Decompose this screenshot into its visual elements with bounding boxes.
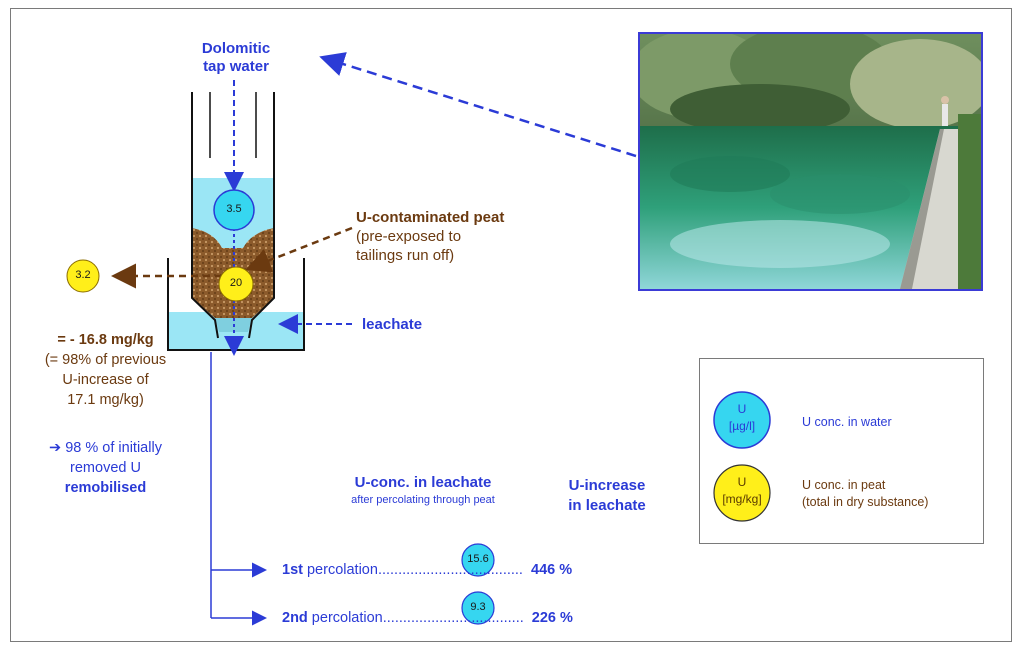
legend-peat-symbol-line-1: U — [737, 475, 747, 489]
peat-conc-circle — [218, 266, 254, 302]
percolation-2-dots: ................................... — [382, 610, 524, 626]
legend-peat-desc-line-2: (total in dry substance) — [802, 495, 929, 509]
peat-label: U-contaminated peat (pre-exposed to tail… — [356, 208, 504, 265]
source-label: Dolomitic tap water — [196, 40, 276, 76]
remobilised-line-2: removed U — [70, 460, 141, 476]
percolation-1-label: percolation — [302, 562, 378, 578]
source-line-2: tap water — [203, 58, 269, 75]
legend-peat-symbol: U [mg/kg] — [714, 474, 770, 508]
peat-sub-1: (pre-exposed to — [356, 228, 462, 245]
figure-frame — [10, 8, 1012, 642]
balance-line-4: 17.1 mg/kg) — [67, 392, 144, 408]
remobilised-line-3: remobilised — [64, 480, 147, 496]
peat-conc-value: 20 — [229, 277, 243, 289]
legend-peat-desc-line-1: U conc. in peat — [802, 478, 886, 492]
legend-peat-symbol-line-2: [mg/kg] — [722, 492, 762, 506]
legend-water-desc: U conc. in water — [802, 415, 892, 429]
percolation-1-circle — [461, 543, 495, 577]
pool-photo-image — [640, 34, 981, 289]
conc-header: U-conc. in leachate after percolating th… — [318, 474, 528, 506]
remobilised-text: ➔ 98 % of initially removed U remobilise… — [18, 438, 193, 498]
percolation-1-dots: .................................... — [377, 562, 523, 578]
conc-header-title: U-conc. in leachate — [354, 474, 492, 491]
leachate-label: leachate — [362, 316, 423, 333]
remobilised-line-1: ➔ 98 % of initially — [49, 440, 162, 456]
percolation-1-ordinal: 1st — [282, 562, 303, 578]
removed-conc-circle — [66, 259, 100, 293]
removed-conc-value: 3.2 — [75, 269, 91, 281]
percolation-2-ordinal: 2nd — [282, 610, 308, 626]
percolation-2-circle — [461, 591, 495, 625]
percolation-row-2: 2nd percolation.........................… — [282, 610, 573, 626]
percolation-1-value: 15.6 — [467, 553, 489, 565]
conc-header-sub: after percolating through peat — [351, 494, 495, 506]
peat-sub-2: tailings run off) — [356, 247, 455, 264]
balance-line-1: = - 16.8 mg/kg — [57, 332, 154, 348]
legend-peat-desc: U conc. in peat (total in dry substance) — [802, 477, 928, 511]
photo-spring-pool — [638, 32, 983, 291]
legend-water-symbol-line-2: [µg/l] — [728, 419, 756, 433]
legend-peat-circle — [713, 464, 771, 522]
legend-symbols — [713, 391, 771, 522]
source-line-1: Dolomitic — [201, 40, 271, 57]
percolation-1-increase: 446 % — [531, 562, 573, 578]
percolation-2-value: 9.3 — [470, 601, 486, 613]
increase-header-line-2: in leachate — [568, 497, 646, 514]
photo-link-arrow — [319, 52, 637, 158]
increase-header-line-1: U-increase — [568, 477, 646, 494]
peat-label-arrow — [245, 226, 353, 273]
water-conc-circle — [213, 189, 255, 231]
legend-box: U [µg/l] U [mg/kg] U conc. in water U co… — [699, 358, 984, 544]
balance-line-2: (= 98% of previous — [44, 352, 167, 368]
legend-water-symbol-line-1: U — [737, 402, 747, 416]
peat-title: U-contaminated peat — [356, 209, 505, 226]
percolation-tree — [210, 352, 267, 626]
legend-water-symbol: U [µg/l] — [714, 401, 770, 435]
legend-water-circle — [713, 391, 771, 449]
water-conc-value: 3.5 — [226, 203, 242, 215]
percolation-row-1: 1st percolation.........................… — [282, 562, 572, 578]
percolation-2-label: percolation — [307, 610, 383, 626]
increase-header: U-increase in leachate — [548, 476, 666, 516]
percolation-2-increase: 226 % — [531, 610, 573, 626]
balance-line-3: U-increase of — [62, 372, 149, 388]
balance-text: = - 16.8 mg/kg (= 98% of previous U-incr… — [18, 330, 193, 410]
